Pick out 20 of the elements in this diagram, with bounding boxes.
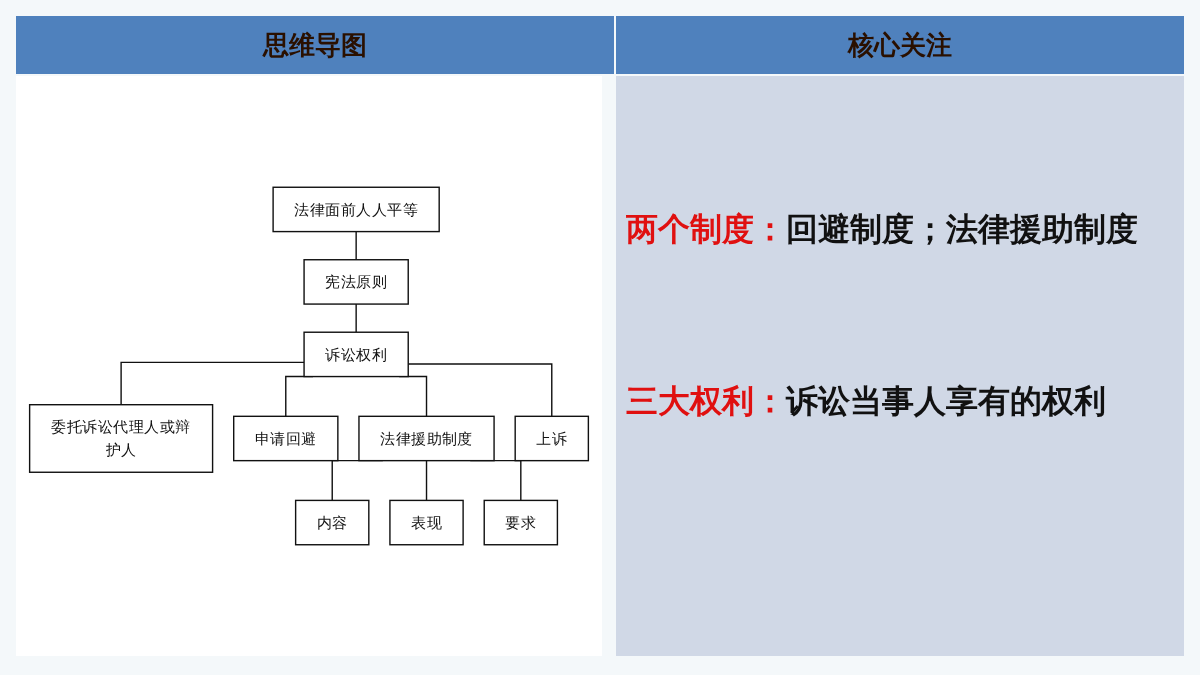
node-box: 内容 — [294, 499, 370, 546]
header-bar: 思维导图 — [16, 16, 614, 74]
node-box: 诉讼权利 — [303, 331, 409, 378]
node-box: 委托诉讼代理人或辩护人 — [28, 404, 214, 473]
body-text: 回避制度；法律援助制度 — [786, 210, 1138, 248]
connector — [355, 303, 357, 333]
node-box: 上诉 — [514, 415, 590, 462]
node-box: 法律援助制度 — [358, 415, 495, 462]
connector — [355, 230, 357, 261]
header-bar: 核心关注 — [616, 16, 1184, 74]
node-box: 申请回避 — [233, 415, 339, 462]
node-box: 法律面前人人平等 — [272, 186, 440, 233]
node-box: 表现 — [389, 499, 464, 546]
heading-text: 两个制度： — [626, 210, 786, 248]
node-box: 宪法原则 — [303, 259, 409, 305]
body-text: 诉讼当事人享有的权利 — [786, 382, 1106, 420]
node-box: 要求 — [483, 499, 559, 546]
connector — [120, 361, 305, 406]
connector — [425, 459, 428, 502]
heading-text: 三大权利： — [626, 382, 786, 420]
